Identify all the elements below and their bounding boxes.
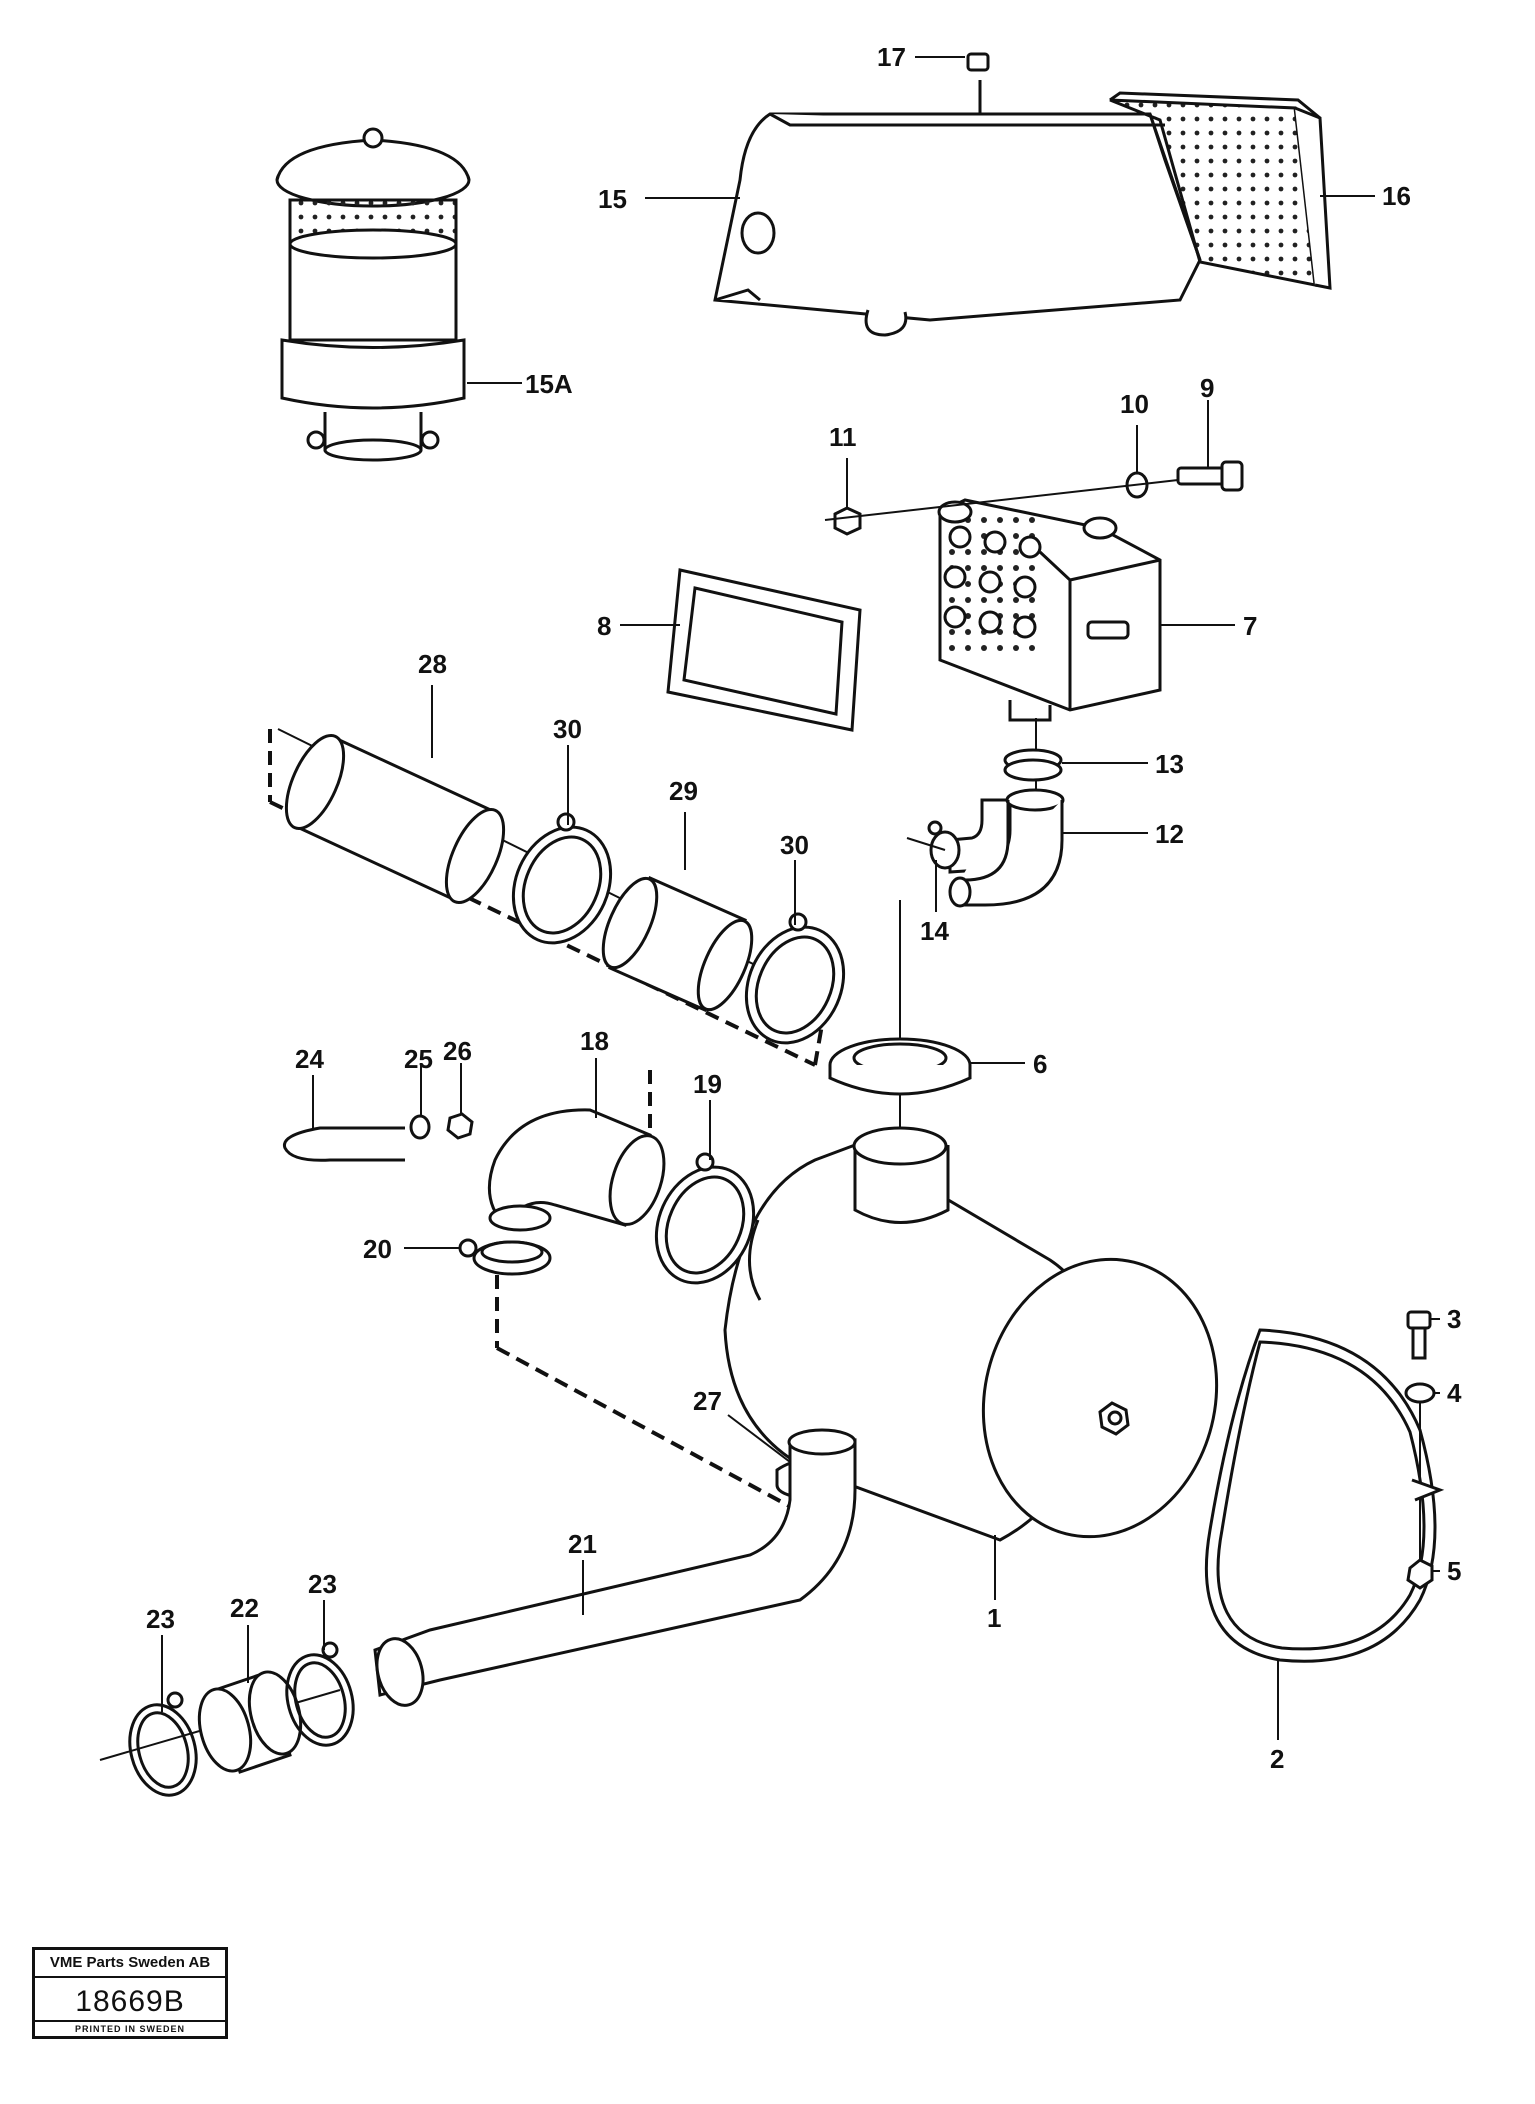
callout-15: 15 bbox=[598, 184, 627, 214]
stamp-printed: PRINTED IN SWEDEN bbox=[35, 2020, 225, 2036]
band-2 bbox=[1204, 1328, 1437, 1663]
callout-28: 28 bbox=[418, 649, 447, 679]
sleeve-29 bbox=[601, 876, 754, 1012]
callout-7: 7 bbox=[1243, 611, 1257, 641]
callout-26: 26 bbox=[443, 1036, 472, 1066]
callout-3: 3 bbox=[1447, 1304, 1461, 1334]
callout-6: 6 bbox=[1033, 1049, 1047, 1079]
clamp-14 bbox=[927, 820, 961, 870]
ring-6 bbox=[828, 1037, 972, 1096]
leader-lines bbox=[161, 56, 1440, 1740]
clamp-23b bbox=[285, 1641, 355, 1747]
callout-labels: 17 15 16 15A 11 10 9 8 7 28 30 29 30 13 … bbox=[146, 42, 1462, 1774]
clamp-30b bbox=[744, 912, 846, 1045]
clamp-19 bbox=[654, 1152, 756, 1285]
callout-27: 27 bbox=[693, 1386, 722, 1416]
bolt-3 bbox=[1406, 1310, 1432, 1360]
screw-9 bbox=[1176, 460, 1244, 492]
clamp-30a bbox=[511, 812, 613, 945]
screen-16 bbox=[1109, 91, 1332, 290]
callout-9: 9 bbox=[1200, 373, 1214, 403]
callout-4: 4 bbox=[1447, 1378, 1462, 1408]
cyclone-unit-7 bbox=[937, 498, 1162, 722]
stamp-company: VME Parts Sweden AB bbox=[35, 1950, 225, 1978]
clamp-23a bbox=[128, 1691, 198, 1797]
catalog-stamp: VME Parts Sweden AB 18669B PRINTED IN SW… bbox=[32, 1947, 228, 2039]
callout-18: 18 bbox=[580, 1026, 609, 1056]
seal-13 bbox=[1003, 748, 1063, 782]
callout-12: 12 bbox=[1155, 819, 1184, 849]
callout-16: 16 bbox=[1382, 181, 1411, 211]
callout-30b: 30 bbox=[780, 830, 809, 860]
clamp-20 bbox=[458, 1238, 552, 1276]
u-bolt-24 bbox=[282, 1126, 405, 1162]
callout-2: 2 bbox=[1270, 1744, 1284, 1774]
elbow-18 bbox=[487, 1108, 666, 1232]
callout-17: 17 bbox=[877, 42, 906, 72]
callout-19: 19 bbox=[693, 1069, 722, 1099]
callout-20: 20 bbox=[363, 1234, 392, 1264]
nut-5 bbox=[1406, 1558, 1434, 1590]
washer-4 bbox=[1404, 1382, 1445, 1502]
fastener-line bbox=[824, 479, 1179, 521]
gasket-8 bbox=[666, 568, 862, 732]
callout-23b: 23 bbox=[308, 1569, 337, 1599]
callout-24: 24 bbox=[295, 1044, 324, 1074]
callout-15a: 15A bbox=[525, 369, 573, 399]
callout-13: 13 bbox=[1155, 749, 1184, 779]
callout-11: 11 bbox=[829, 422, 857, 452]
elbow-12 bbox=[948, 788, 1065, 908]
hood-15 bbox=[713, 52, 1202, 337]
callout-22: 22 bbox=[230, 1593, 259, 1623]
callout-8: 8 bbox=[597, 611, 611, 641]
pre-cleaner-15a bbox=[275, 127, 471, 462]
callout-5: 5 bbox=[1447, 1556, 1461, 1586]
nut-26 bbox=[446, 1112, 474, 1140]
nut-11 bbox=[833, 506, 862, 536]
stamp-number: 18669B bbox=[75, 1985, 185, 2018]
callout-14: 14 bbox=[920, 916, 949, 946]
washer-25 bbox=[409, 1114, 431, 1140]
pipe-21 bbox=[373, 1428, 857, 1707]
callout-30a: 30 bbox=[553, 714, 582, 744]
callout-23a: 23 bbox=[146, 1604, 175, 1634]
tube-28 bbox=[284, 733, 506, 905]
sleeve-22 bbox=[197, 1670, 303, 1774]
callout-1: 1 bbox=[987, 1603, 1001, 1633]
callout-10: 10 bbox=[1120, 389, 1149, 419]
callout-21: 21 bbox=[568, 1529, 597, 1559]
callout-29: 29 bbox=[669, 776, 698, 806]
callout-25: 25 bbox=[404, 1044, 433, 1074]
